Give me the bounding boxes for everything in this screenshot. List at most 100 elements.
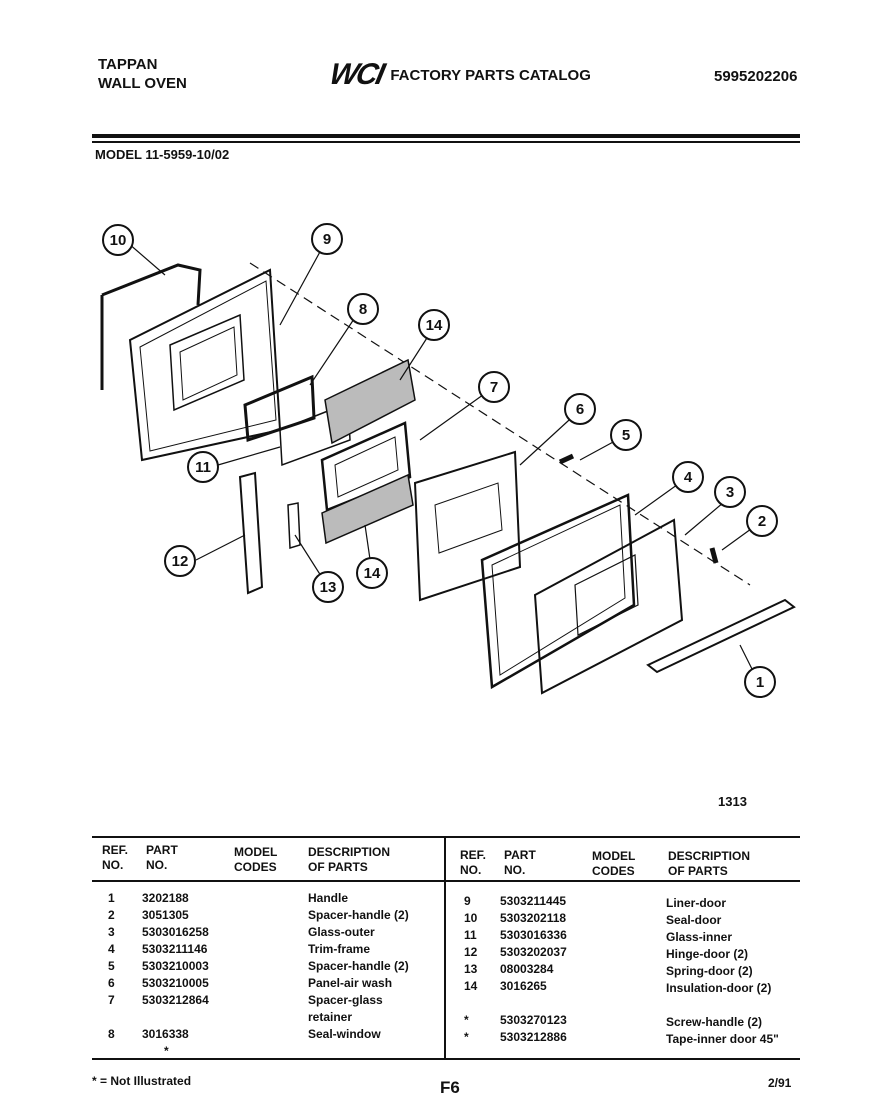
table-cell-part: 5303016258 bbox=[142, 925, 209, 939]
table-cell-desc: retainer bbox=[308, 1010, 353, 1024]
table-cell-desc: Spacer-handle (2) bbox=[308, 908, 409, 922]
table-cell-part: 5303212864 bbox=[142, 993, 209, 1007]
callout-9 bbox=[311, 223, 343, 255]
callout-14-top bbox=[418, 309, 450, 341]
callout-label: 12 bbox=[172, 553, 189, 570]
table-cell-desc: Spacer-glass bbox=[308, 993, 383, 1007]
table-cell-ref: 12 bbox=[464, 945, 478, 959]
table-cell-part: 5303202118 bbox=[500, 911, 567, 925]
header-ref-right: REF. NO. bbox=[460, 848, 487, 877]
table-cell-part: 5303211445 bbox=[500, 894, 567, 908]
header-ref-left: REF. NO. bbox=[102, 843, 129, 872]
table-divider bbox=[444, 836, 446, 1060]
callout-label: 5 bbox=[622, 427, 630, 444]
right-ref-column: 9 10 11 12 13 14 * * bbox=[464, 893, 477, 1046]
callout-label: 6 bbox=[576, 401, 584, 418]
spring-part bbox=[287, 502, 301, 549]
table-cell-ref: 7 bbox=[108, 993, 115, 1007]
header-model-right: MODEL CODES bbox=[592, 849, 636, 878]
table-cell-part bbox=[500, 995, 567, 1012]
table-cell-ref: * bbox=[464, 1030, 469, 1044]
brand-block: TAPPAN WALL OVEN bbox=[98, 55, 187, 93]
callout-10 bbox=[102, 224, 134, 256]
table-cell-ref: 4 bbox=[108, 942, 115, 956]
callout-label: 11 bbox=[195, 459, 211, 476]
not-illustrated-star: * bbox=[164, 1044, 169, 1058]
table-top-rule bbox=[92, 836, 800, 838]
table-cell-part: 5303202037 bbox=[500, 945, 567, 959]
table-cell-part: 08003284 bbox=[500, 962, 554, 976]
callout-13 bbox=[312, 571, 344, 603]
not-illustrated-note: * = Not Illustrated bbox=[92, 1074, 192, 1088]
table-cell-desc: Handle bbox=[308, 891, 349, 905]
spacer-glass-part bbox=[320, 421, 412, 512]
callout-1 bbox=[744, 666, 776, 698]
seal-window-part bbox=[243, 374, 316, 443]
callout-2 bbox=[746, 505, 778, 537]
panel-air-wash-part bbox=[413, 450, 522, 602]
header-desc-right: DESCRIPTION OF PARTS bbox=[668, 849, 751, 878]
table-cell-ref bbox=[464, 995, 477, 1012]
liner-door-part bbox=[128, 268, 282, 462]
right-desc-column: Liner-door Seal-door Glass-inner Hinge-d… bbox=[666, 895, 779, 1048]
catalog-header: WCI FACTORY PARTS CATALOG bbox=[326, 58, 591, 91]
assembly-axis-line bbox=[249, 262, 751, 586]
table-cell-ref: 1 bbox=[108, 891, 115, 905]
glass-inner-part bbox=[279, 401, 351, 467]
table-cell-part bbox=[142, 1009, 209, 1026]
trim-frame-part bbox=[480, 493, 636, 690]
header-desc-left: DESCRIPTION OF PARTS bbox=[308, 845, 391, 874]
left-ref-column: 1 2 3 4 5 6 7 8 bbox=[108, 890, 115, 1043]
callout-label: 8 bbox=[359, 301, 367, 318]
callout-5 bbox=[610, 419, 642, 451]
exploded-parts-diagram: 10 9 8 14 7 6 5 4 3 2 1 11 12 13 14 bbox=[100, 223, 796, 698]
table-cell-desc: Spring-door (2) bbox=[666, 964, 753, 978]
catalog-title: FACTORY PARTS CATALOG bbox=[390, 66, 591, 84]
table-cell-ref: 14 bbox=[464, 979, 478, 993]
table-cell-ref: 3 bbox=[108, 925, 115, 939]
table-cell-ref: 10 bbox=[464, 911, 478, 925]
handle-part bbox=[646, 598, 796, 674]
table-cell-part: 5303212886 bbox=[500, 1030, 567, 1044]
table-cell-desc bbox=[666, 997, 779, 1014]
table-cell-ref: 5 bbox=[108, 959, 115, 973]
header-part-left: PART NO. bbox=[146, 843, 178, 872]
hinge-part bbox=[238, 471, 264, 595]
table-cell-desc: Liner-door bbox=[666, 896, 726, 910]
spacer-handle-part bbox=[709, 547, 719, 564]
header-rule bbox=[92, 134, 800, 138]
callout-label: 3 bbox=[726, 484, 734, 501]
callout-label: 1 bbox=[756, 674, 764, 691]
table-cell-desc: Tape-inner door 45" bbox=[666, 1032, 779, 1046]
callout-11 bbox=[187, 451, 219, 483]
insulation-door-top bbox=[324, 358, 416, 445]
callout-label: 13 bbox=[320, 579, 337, 596]
callout-14-bottom bbox=[356, 557, 388, 589]
brand-name: TAPPAN bbox=[98, 56, 158, 73]
model-number: MODEL 11-5959-10/02 bbox=[95, 147, 230, 162]
header-rule-thin bbox=[92, 141, 800, 143]
table-cell-ref: 11 bbox=[464, 928, 477, 942]
table-cell-ref: 9 bbox=[464, 894, 471, 908]
table-cell-part: 5303210005 bbox=[142, 976, 209, 990]
product-type: WALL OVEN bbox=[98, 75, 187, 92]
callout-label: 7 bbox=[490, 379, 498, 396]
callout-label: 4 bbox=[684, 469, 693, 486]
wci-logo: WCI bbox=[326, 58, 386, 91]
callout-label: 9 bbox=[323, 231, 331, 248]
callout-label: 14 bbox=[426, 317, 443, 334]
callout-4 bbox=[672, 461, 704, 493]
page-number: F6 bbox=[440, 1078, 460, 1097]
table-cell-desc: Glass-inner bbox=[666, 930, 733, 944]
table-cell-ref: 13 bbox=[464, 962, 478, 976]
table-cell-part: 5303211146 bbox=[142, 942, 208, 956]
header-part-right: PART NO. bbox=[504, 848, 536, 877]
insulation-door-bottom bbox=[321, 473, 414, 545]
table-cell-part: 5303270123 bbox=[500, 1013, 567, 1027]
table-cell-part: 3016338 bbox=[142, 1027, 189, 1041]
table-cell-desc: Seal-door bbox=[666, 913, 722, 927]
header-model-left: MODEL CODES bbox=[234, 845, 278, 874]
table-cell-part: 5303210003 bbox=[142, 959, 209, 973]
table-cell-ref: 2 bbox=[108, 908, 115, 922]
table-cell-desc: Screw-handle (2) bbox=[666, 1015, 763, 1029]
